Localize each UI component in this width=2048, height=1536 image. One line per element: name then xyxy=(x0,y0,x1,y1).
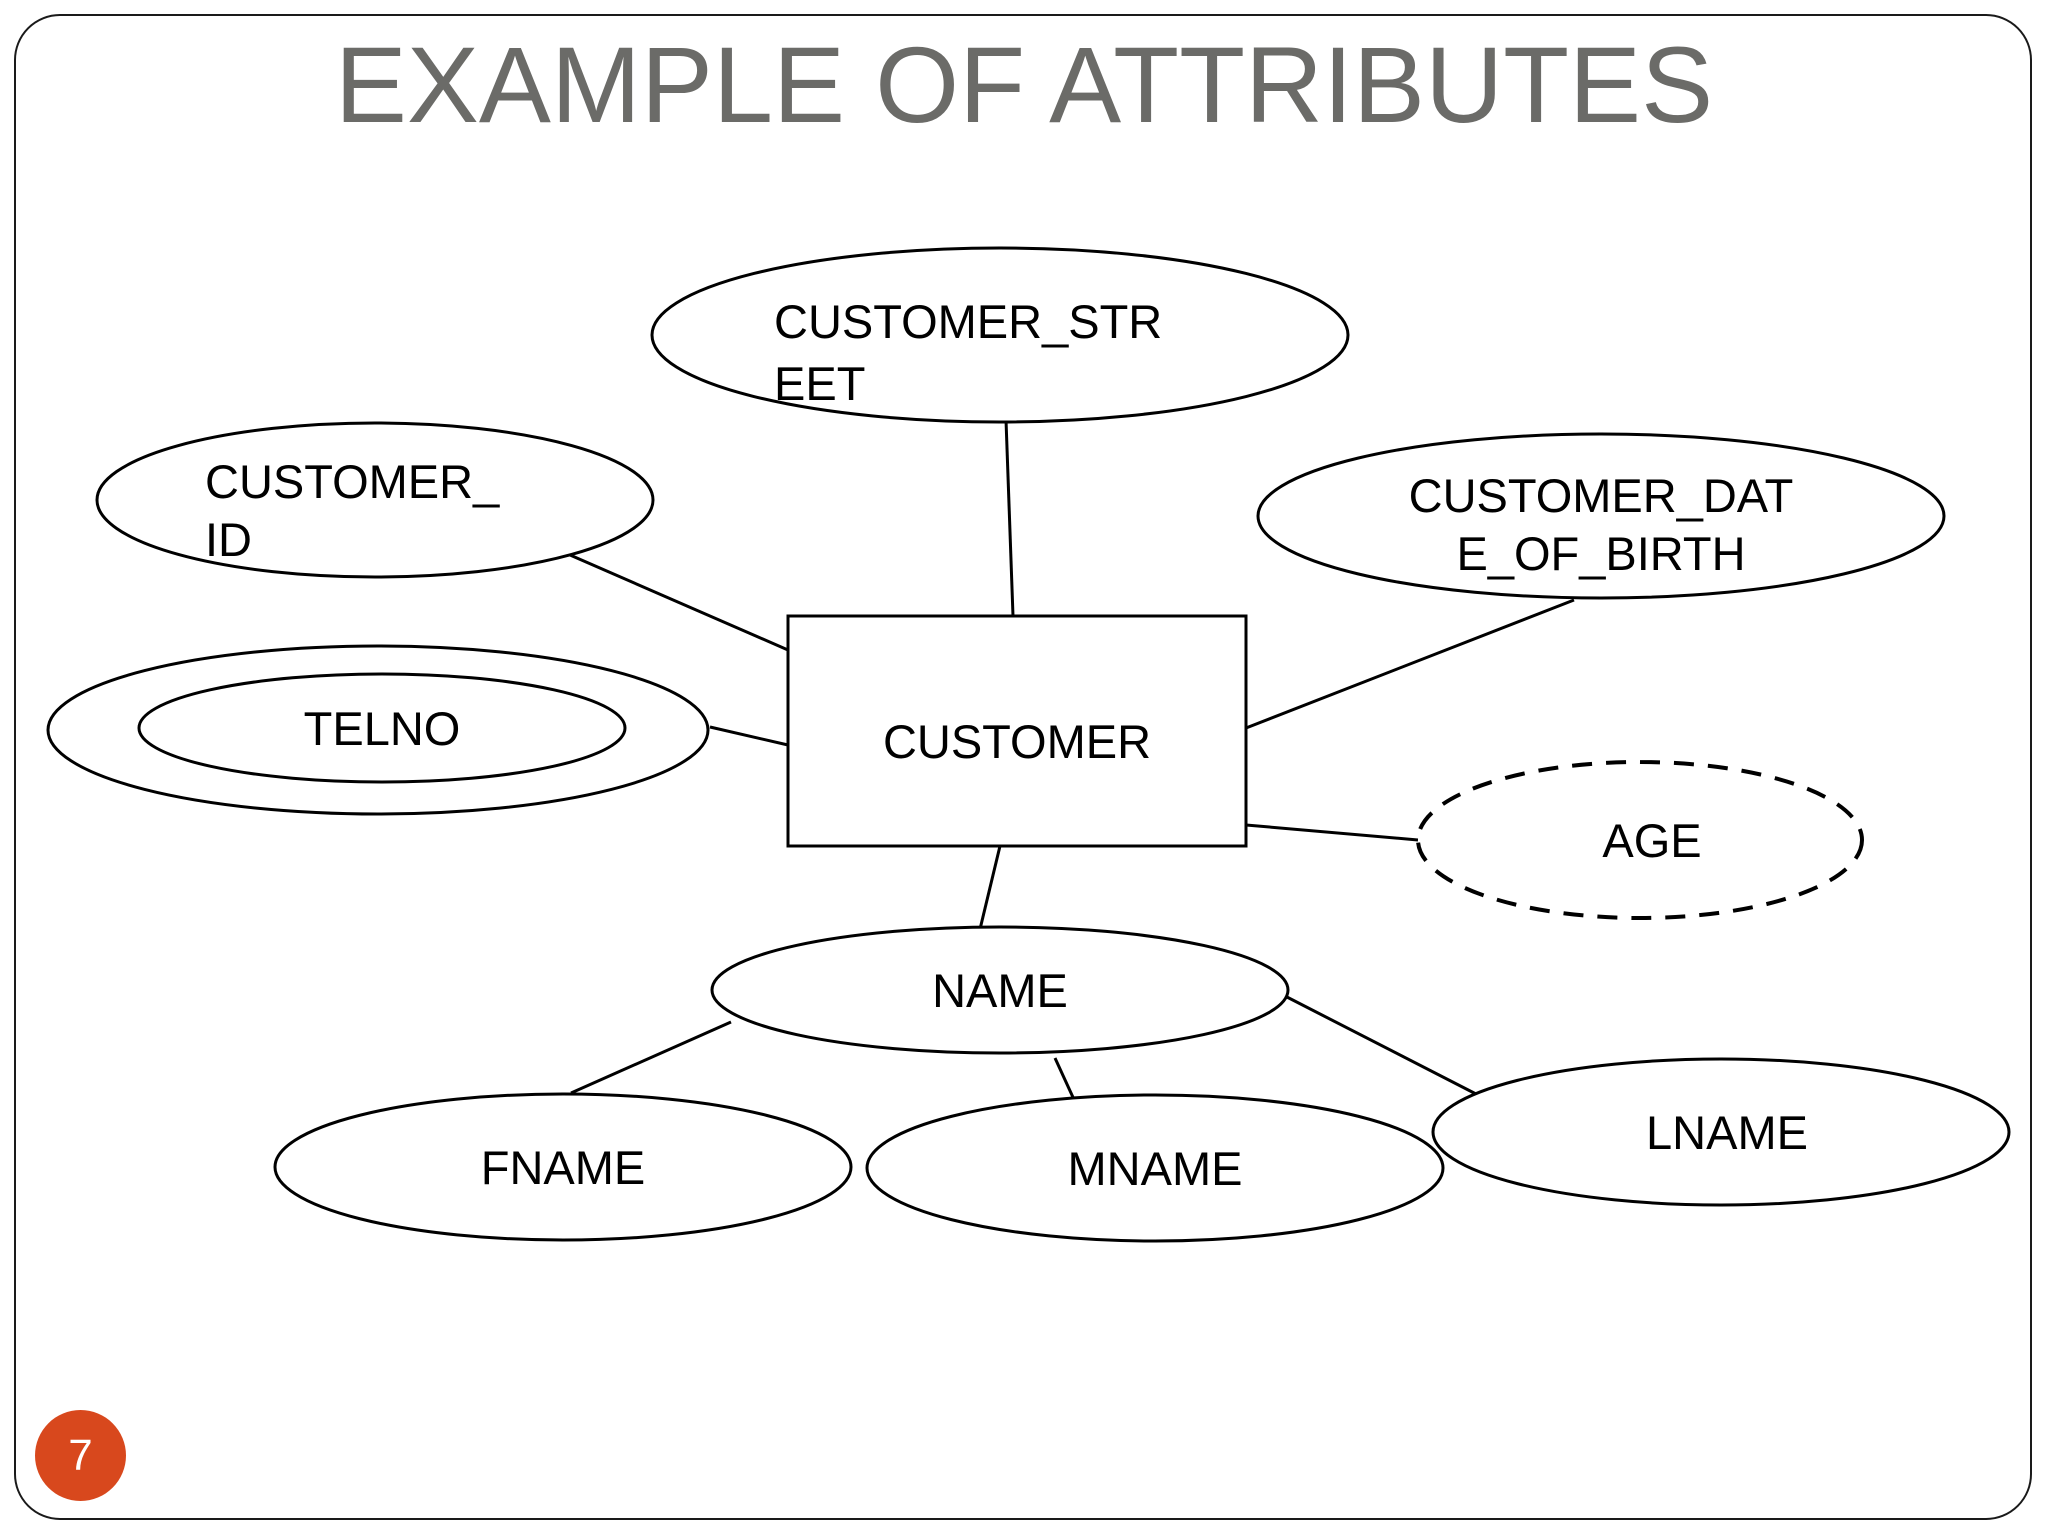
attribute-customer-date-of-birth[interactable]: CUSTOMER_DAT E_OF_BIRTH xyxy=(1256,432,1946,600)
connector-fname-to-name xyxy=(570,1020,732,1095)
attribute-mname[interactable]: MNAME xyxy=(865,1093,1445,1243)
attribute-age[interactable]: AGE xyxy=(1416,760,1864,920)
lname-ellipse[interactable] xyxy=(1431,1057,2011,1207)
attribute-customer-id[interactable]: CUSTOMER_ ID xyxy=(95,421,655,579)
age-ellipse[interactable] xyxy=(1416,760,1864,920)
customer-entity-rect[interactable] xyxy=(786,614,1248,848)
name-label: NAME xyxy=(932,964,1068,1017)
name-ellipse[interactable] xyxy=(710,925,1290,1055)
fname-ellipse[interactable] xyxy=(273,1092,853,1242)
entity-customer[interactable]: CUSTOMER xyxy=(786,614,1248,848)
page-title: EXAMPLE OF ATTRIBUTES xyxy=(334,24,1714,145)
connector-customer-street-to-customer xyxy=(1004,419,1015,617)
age-label: AGE xyxy=(1602,814,1701,867)
fname-label: FNAME xyxy=(481,1141,646,1194)
customer-date-of-birth-ellipse[interactable] xyxy=(1256,432,1946,600)
connector-lname-to-name xyxy=(1282,993,1479,1097)
slide-number-badge: 7 xyxy=(35,1410,126,1501)
customer-id-label-line1: CUSTOMER_ xyxy=(205,455,500,508)
lname-label: LNAME xyxy=(1646,1106,1808,1159)
telno-label: TELNO xyxy=(304,702,461,755)
mname-ellipse[interactable] xyxy=(865,1093,1445,1243)
attribute-telno[interactable]: TELNO xyxy=(46,644,710,816)
customer-street-label-line1: CUSTOMER_STR xyxy=(774,295,1162,348)
mname-label: MNAME xyxy=(1068,1142,1243,1195)
attribute-name[interactable]: NAME xyxy=(710,925,1290,1055)
connector-customer-id-to-customer xyxy=(569,553,789,652)
telno-inner-ellipse[interactable] xyxy=(137,672,627,784)
attribute-customer-street[interactable]: CUSTOMER_STR EET xyxy=(650,246,1350,424)
customer-id-label-line2: ID xyxy=(205,513,252,566)
connector-age-to-customer xyxy=(1245,823,1419,842)
attribute-lname[interactable]: LNAME xyxy=(1431,1057,2011,1207)
slide-number-text: 7 xyxy=(68,1430,93,1480)
customer-street-label-line2: EET xyxy=(774,357,865,410)
attribute-fname[interactable]: FNAME xyxy=(273,1092,853,1242)
customer-id-ellipse[interactable] xyxy=(95,421,655,579)
customer-entity-label: CUSTOMER xyxy=(883,715,1151,768)
customer-date-of-birth-label-line2: E_OF_BIRTH xyxy=(1456,527,1745,580)
connector-customer-date-of-birth-to-customer xyxy=(1245,598,1575,730)
customer-street-ellipse[interactable] xyxy=(650,246,1350,424)
customer-date-of-birth-label-line1: CUSTOMER_DAT xyxy=(1409,469,1794,522)
connector-telno-to-customer xyxy=(709,725,789,747)
